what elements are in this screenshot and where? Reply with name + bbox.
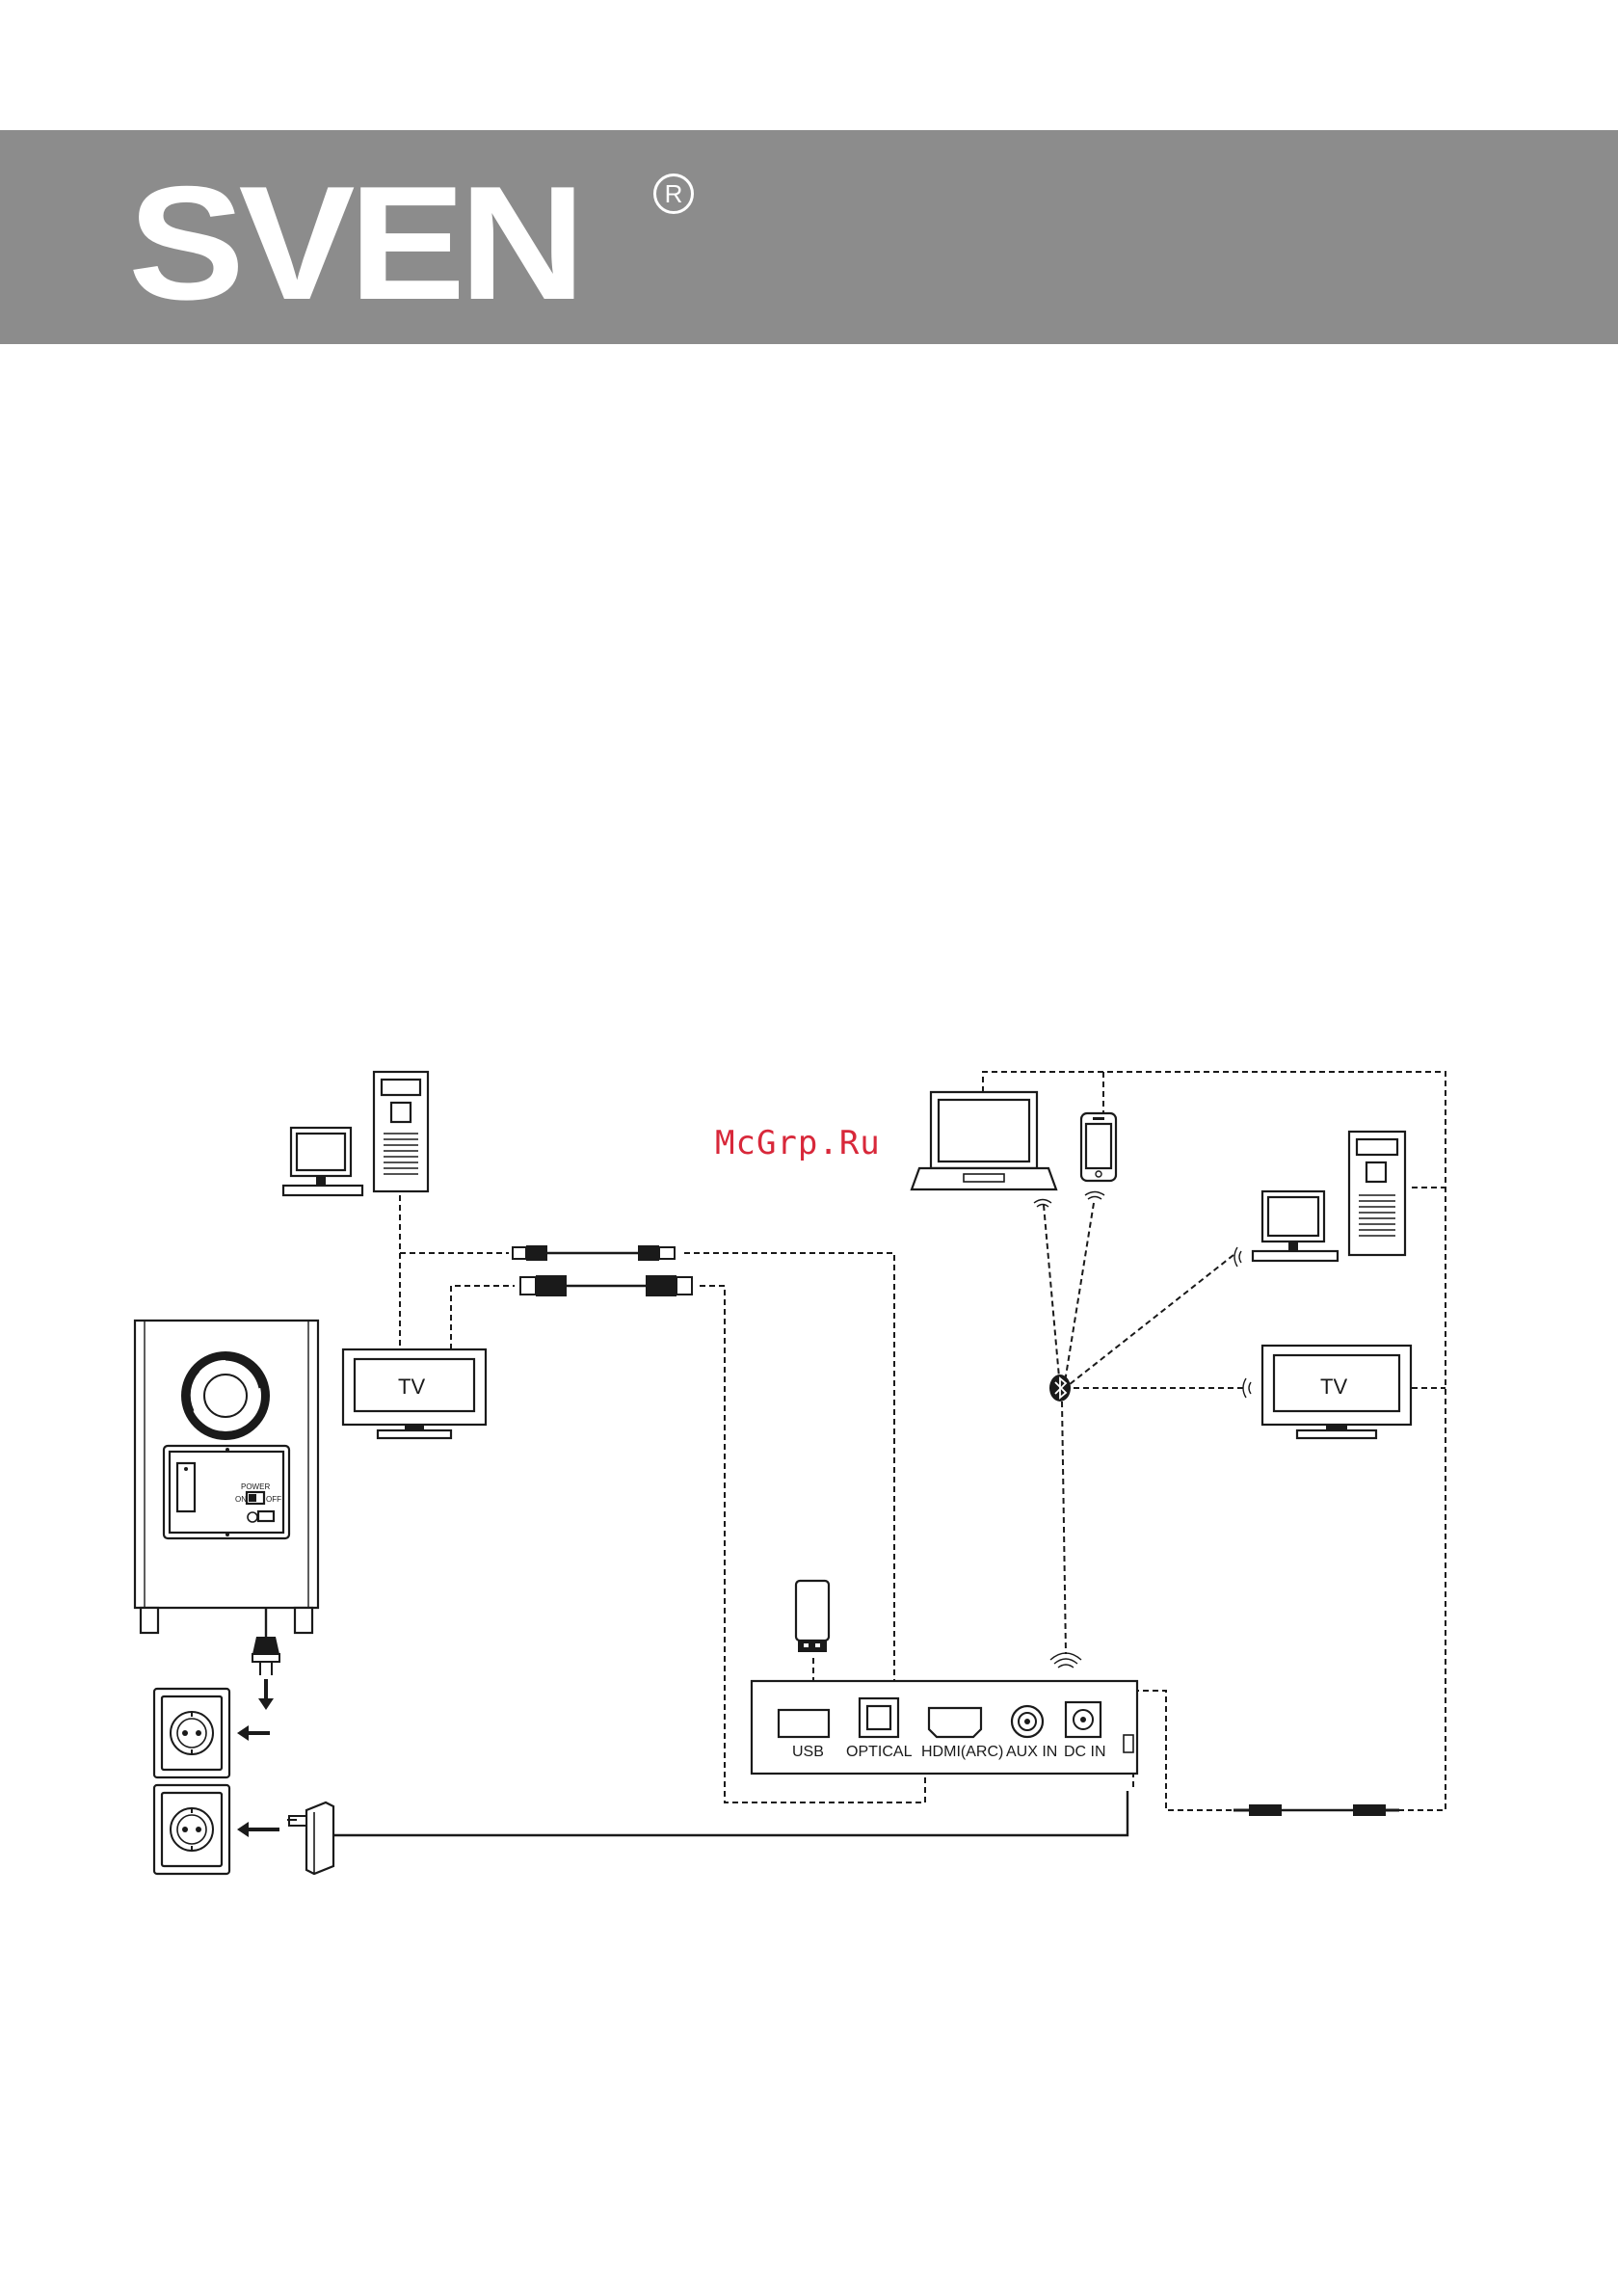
power-socket-icon bbox=[154, 1785, 229, 1874]
wireless-signal-icon bbox=[1234, 1247, 1241, 1267]
wireless-signal-icon bbox=[1050, 1653, 1081, 1668]
laptop-icon bbox=[912, 1092, 1056, 1189]
port-optical-label: OPTICAL bbox=[846, 1744, 913, 1760]
tv-left-label: TV bbox=[398, 1375, 425, 1399]
bluetooth-icon bbox=[1049, 1375, 1071, 1402]
subwoofer-off-label: OFF bbox=[266, 1495, 281, 1504]
wireless-signal-icon bbox=[1034, 1200, 1051, 1208]
desktop-pc-icon bbox=[283, 1072, 428, 1195]
subwoofer-icon bbox=[135, 1321, 318, 1633]
power-socket-icon bbox=[154, 1689, 229, 1777]
power-plug-icon bbox=[252, 1637, 279, 1710]
subwoofer-power-label: POWER bbox=[241, 1482, 270, 1491]
tv-right-label: TV bbox=[1320, 1375, 1347, 1399]
watermark: McGrp.Ru bbox=[715, 1124, 881, 1162]
port-aux-in-label: AUX IN bbox=[1006, 1744, 1057, 1760]
port-hdmi-arc-label: HDMI(ARC) bbox=[921, 1744, 1003, 1760]
port-usb-label: USB bbox=[792, 1744, 824, 1760]
power-adapter-icon bbox=[287, 1802, 333, 1874]
usb-flash-drive-icon bbox=[796, 1581, 829, 1652]
subwoofer-on-label: ON bbox=[235, 1495, 247, 1504]
port-dc-in-label: DC IN bbox=[1064, 1744, 1106, 1760]
wireless-signal-icon bbox=[1085, 1192, 1104, 1200]
desktop-pc-icon bbox=[1253, 1132, 1405, 1261]
wireless-signal-icon bbox=[1243, 1378, 1251, 1398]
smartphone-icon bbox=[1081, 1113, 1116, 1181]
